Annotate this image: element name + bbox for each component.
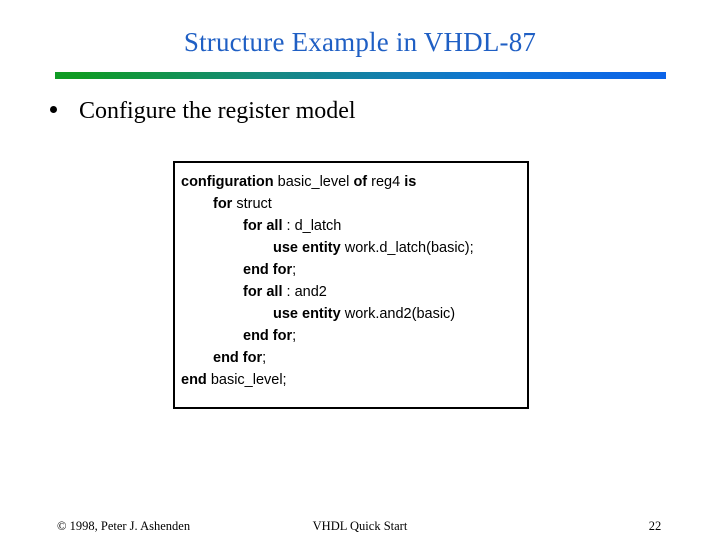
code-identifier: ; (292, 262, 297, 278)
code-line: end basic_level; (181, 369, 527, 391)
bullet-list-item: Configure the register model (50, 97, 356, 125)
code-identifier: struct (236, 196, 272, 212)
slide-footer: © 1998, Peter J. Ashenden VHDL Quick Sta… (0, 518, 720, 536)
footer-page-number: 22 (648, 519, 662, 533)
code-keyword: configuration (181, 174, 278, 190)
code-line: for all : d_latch (181, 215, 527, 237)
code-keyword: for (213, 196, 237, 212)
code-identifier: reg4 (371, 174, 405, 190)
bullet-item-label: Configure the register model (79, 98, 356, 124)
title-divider-bar (55, 72, 666, 79)
code-identifier: basic_level (277, 174, 354, 190)
code-line: use entity work.d_latch(basic); (181, 237, 527, 259)
page-title: Structure Example in VHDL-87 (183, 27, 537, 57)
code-identifier: work.and2(basic) (344, 306, 456, 322)
code-line: for all : and2 (181, 281, 527, 303)
code-line: end for; (181, 259, 527, 281)
footer-copyright: © 1998, Peter J. Ashenden (57, 519, 191, 533)
code-line: use entity work.and2(basic) (181, 303, 527, 325)
bullet-marker-icon (50, 106, 57, 113)
code-line: for struct (181, 193, 527, 215)
code-identifier: ; (292, 328, 297, 344)
code-line: end for; (181, 347, 527, 369)
code-keyword: end for (243, 328, 293, 344)
footer-title: VHDL Quick Start (312, 519, 408, 533)
code-identifier: ; (262, 350, 267, 366)
code-keyword: use entity (273, 240, 345, 256)
code-keyword: end for (243, 262, 293, 278)
code-keyword: for all (243, 218, 287, 234)
code-keyword: is (404, 174, 417, 190)
code-identifier: basic_level; (210, 372, 287, 388)
code-identifier: : and2 (286, 284, 327, 300)
code-line: configuration basic_level of reg4 is (181, 171, 527, 193)
code-identifier: : d_latch (286, 218, 342, 234)
code-keyword: use entity (273, 306, 345, 322)
code-keyword: end (181, 372, 211, 388)
code-identifier: work.d_latch(basic); (344, 240, 474, 256)
code-keyword: of (353, 174, 372, 190)
code-keyword: for all (243, 284, 287, 300)
code-line: end for; (181, 325, 527, 347)
code-keyword: end for (213, 350, 263, 366)
